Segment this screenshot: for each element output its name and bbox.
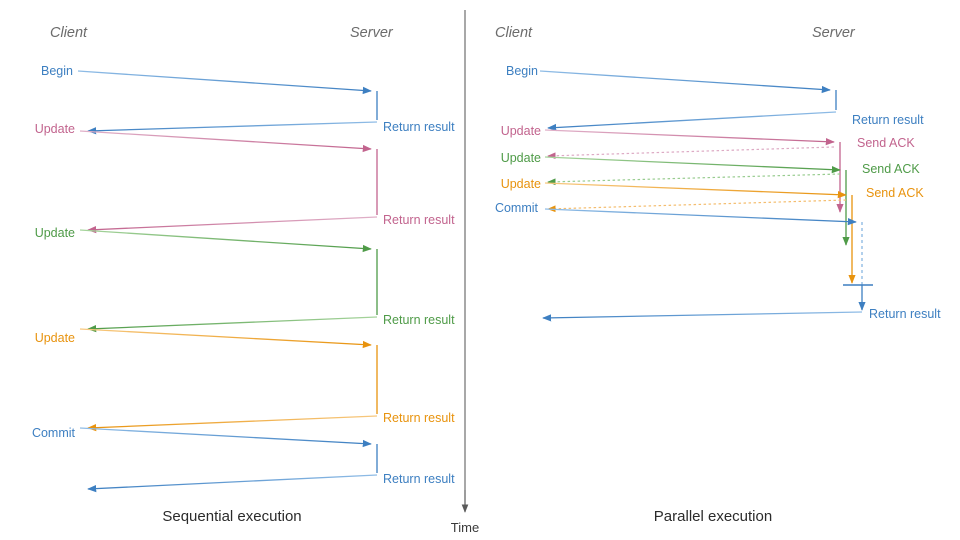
message-begin-return [87,121,378,135]
client-label-update-2-parallel: Update [501,151,541,165]
server-label-return-3: Return result [383,313,455,327]
client-label-update-1: Update [35,122,75,136]
message-update2-request [79,229,372,253]
client-label-update-1-parallel: Update [501,124,541,138]
server-label-return-2-parallel: Return result [869,307,941,321]
server-label-ack-3: Send ACK [866,186,924,200]
lane-title-client: Client [50,25,88,41]
message-update2-ack-parallel [547,173,841,186]
message-begin-request [77,70,372,95]
lane-title-server: Server [350,25,394,41]
server-label-return-2: Return result [383,213,455,227]
message-update3-request-parallel [544,182,847,199]
message-update1-ack-parallel [547,146,835,160]
lane-title-client-parallel: Client [495,25,533,41]
message-update3-request [79,328,372,349]
message-update1-return [87,216,378,234]
message-commit-request [79,427,372,448]
message-update2-request-parallel [544,156,841,174]
client-label-update-3: Update [35,331,75,345]
server-label-return-1: Return result [383,120,455,134]
message-commit-return [87,474,378,493]
client-label-begin: Begin [41,64,73,78]
time-axis-label: Time [451,520,479,535]
message-update2-return [87,316,378,333]
message-begin-return-parallel [547,111,837,132]
panel-caption-parallel: Parallel execution [654,508,772,525]
client-label-commit-parallel: Commit [495,201,539,215]
message-begin-request-parallel [539,70,831,94]
message-update3-ack-parallel [547,199,847,213]
client-label-update-2: Update [35,226,75,240]
message-commit-request-parallel [544,208,857,226]
server-label-return-4: Return result [383,411,455,425]
client-label-commit: Commit [32,426,76,440]
message-update1-request-parallel [544,129,835,146]
panel-sequential: Client Server Begin Update Update Update… [32,25,455,525]
client-label-update-3-parallel: Update [501,177,541,191]
panel-parallel: Client Server Begin Update Update Update… [495,25,941,525]
server-label-ack-2: Send ACK [862,162,920,176]
client-label-begin-parallel: Begin [506,64,538,78]
panel-caption-sequential: Sequential execution [162,508,301,525]
message-commit-return-parallel [542,311,863,322]
server-label-ack-1: Send ACK [857,136,915,150]
server-label-return-5: Return result [383,472,455,486]
message-update1-request [79,130,372,153]
server-label-return-1-parallel: Return result [852,113,924,127]
message-update3-return [87,415,378,432]
lane-title-server-parallel: Server [812,25,856,41]
